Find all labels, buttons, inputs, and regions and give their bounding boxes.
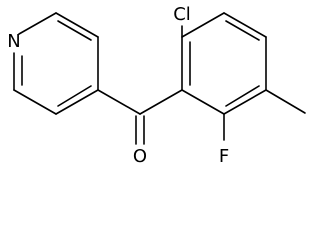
- bond-methyl: [265, 89, 306, 114]
- benzene-ring: [181, 12, 267, 115]
- bond-c4-c5-inner: [57, 85, 92, 107]
- bond-b3-b4: [223, 12, 267, 38]
- bond-b5-b6: [223, 89, 267, 115]
- structure-diagram: N Cl O F: [7, 4, 306, 167]
- bond-b5-b6-inner: [225, 85, 260, 107]
- bond-c2-c3-inner: [57, 20, 92, 41]
- pyridine-ring: [13, 12, 99, 115]
- substituents: [181, 25, 306, 141]
- bond-b6-b1: [181, 89, 225, 115]
- bond-pyridine-carbonyl: [97, 89, 141, 115]
- bond-c4-c5: [55, 89, 99, 115]
- carbonyl-group: [97, 89, 183, 145]
- bond-carbonyl-benzene: [139, 89, 183, 115]
- atom-label-chlorine: Cl: [173, 4, 191, 25]
- atom-label-nitrogen: N: [7, 31, 20, 52]
- bond-b3-b4-inner: [225, 20, 260, 41]
- bond-c5-c6: [13, 89, 57, 115]
- bond-c2-c3: [55, 12, 99, 38]
- bond-b2-b3: [181, 12, 225, 38]
- bond-n-c2: [18, 12, 57, 35]
- atom-label-oxygen: O: [133, 146, 147, 167]
- atom-label-fluorine: F: [219, 146, 229, 167]
